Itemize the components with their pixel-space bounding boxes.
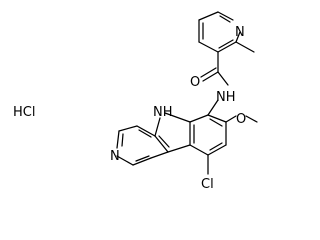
bond bbox=[225, 115, 237, 123]
bond bbox=[207, 99, 219, 116]
amide-group bbox=[200, 67, 229, 116]
chloro-label: Cl bbox=[201, 177, 214, 192]
double-bond bbox=[209, 142, 223, 151]
bond bbox=[154, 135, 169, 153]
pyrrole-ring bbox=[154, 112, 191, 153]
bond bbox=[207, 144, 227, 156]
methoxy-o-label: O bbox=[236, 112, 246, 127]
methyl-bond bbox=[235, 41, 255, 53]
methoxy-group bbox=[225, 115, 258, 123]
bond bbox=[118, 125, 138, 132]
amide-o-label: O bbox=[190, 75, 200, 90]
amide-nh-label: NH bbox=[216, 90, 236, 105]
bond bbox=[136, 125, 156, 137]
bond bbox=[154, 117, 161, 137]
bond bbox=[198, 41, 219, 53]
pyridine-n-label: N bbox=[235, 25, 245, 40]
double-bond bbox=[138, 129, 152, 138]
bond bbox=[116, 155, 134, 166]
carbonyl-double-bond bbox=[202, 71, 219, 82]
bond bbox=[132, 157, 152, 166]
indole-nh-label: NH bbox=[153, 105, 173, 120]
bond bbox=[217, 41, 237, 53]
bond bbox=[217, 71, 229, 86]
bond bbox=[116, 130, 120, 149]
bond bbox=[235, 31, 241, 43]
bond bbox=[217, 11, 234, 21]
double-bond bbox=[218, 39, 234, 49]
bond bbox=[189, 114, 209, 123]
carboline-pyridine-ring bbox=[116, 125, 169, 166]
double-bond bbox=[158, 135, 170, 148]
methylpyridine-ring bbox=[198, 11, 255, 73]
chemical-structure: HCl N O NH bbox=[13, 11, 258, 192]
carboline-n-label: N bbox=[110, 149, 120, 164]
bond bbox=[198, 11, 219, 21]
bond bbox=[164, 112, 191, 123]
bond bbox=[245, 115, 258, 123]
carbonyl-double-bond bbox=[200, 67, 217, 78]
bond bbox=[167, 144, 191, 153]
double-bond bbox=[121, 133, 124, 147]
bond bbox=[150, 151, 169, 159]
double-bond bbox=[219, 15, 231, 23]
bond bbox=[207, 114, 227, 123]
double-bond bbox=[135, 155, 150, 162]
bond bbox=[189, 144, 209, 156]
benzene-ring bbox=[189, 114, 227, 156]
double-bond bbox=[209, 118, 223, 127]
hcl-label: HCl bbox=[13, 105, 35, 120]
